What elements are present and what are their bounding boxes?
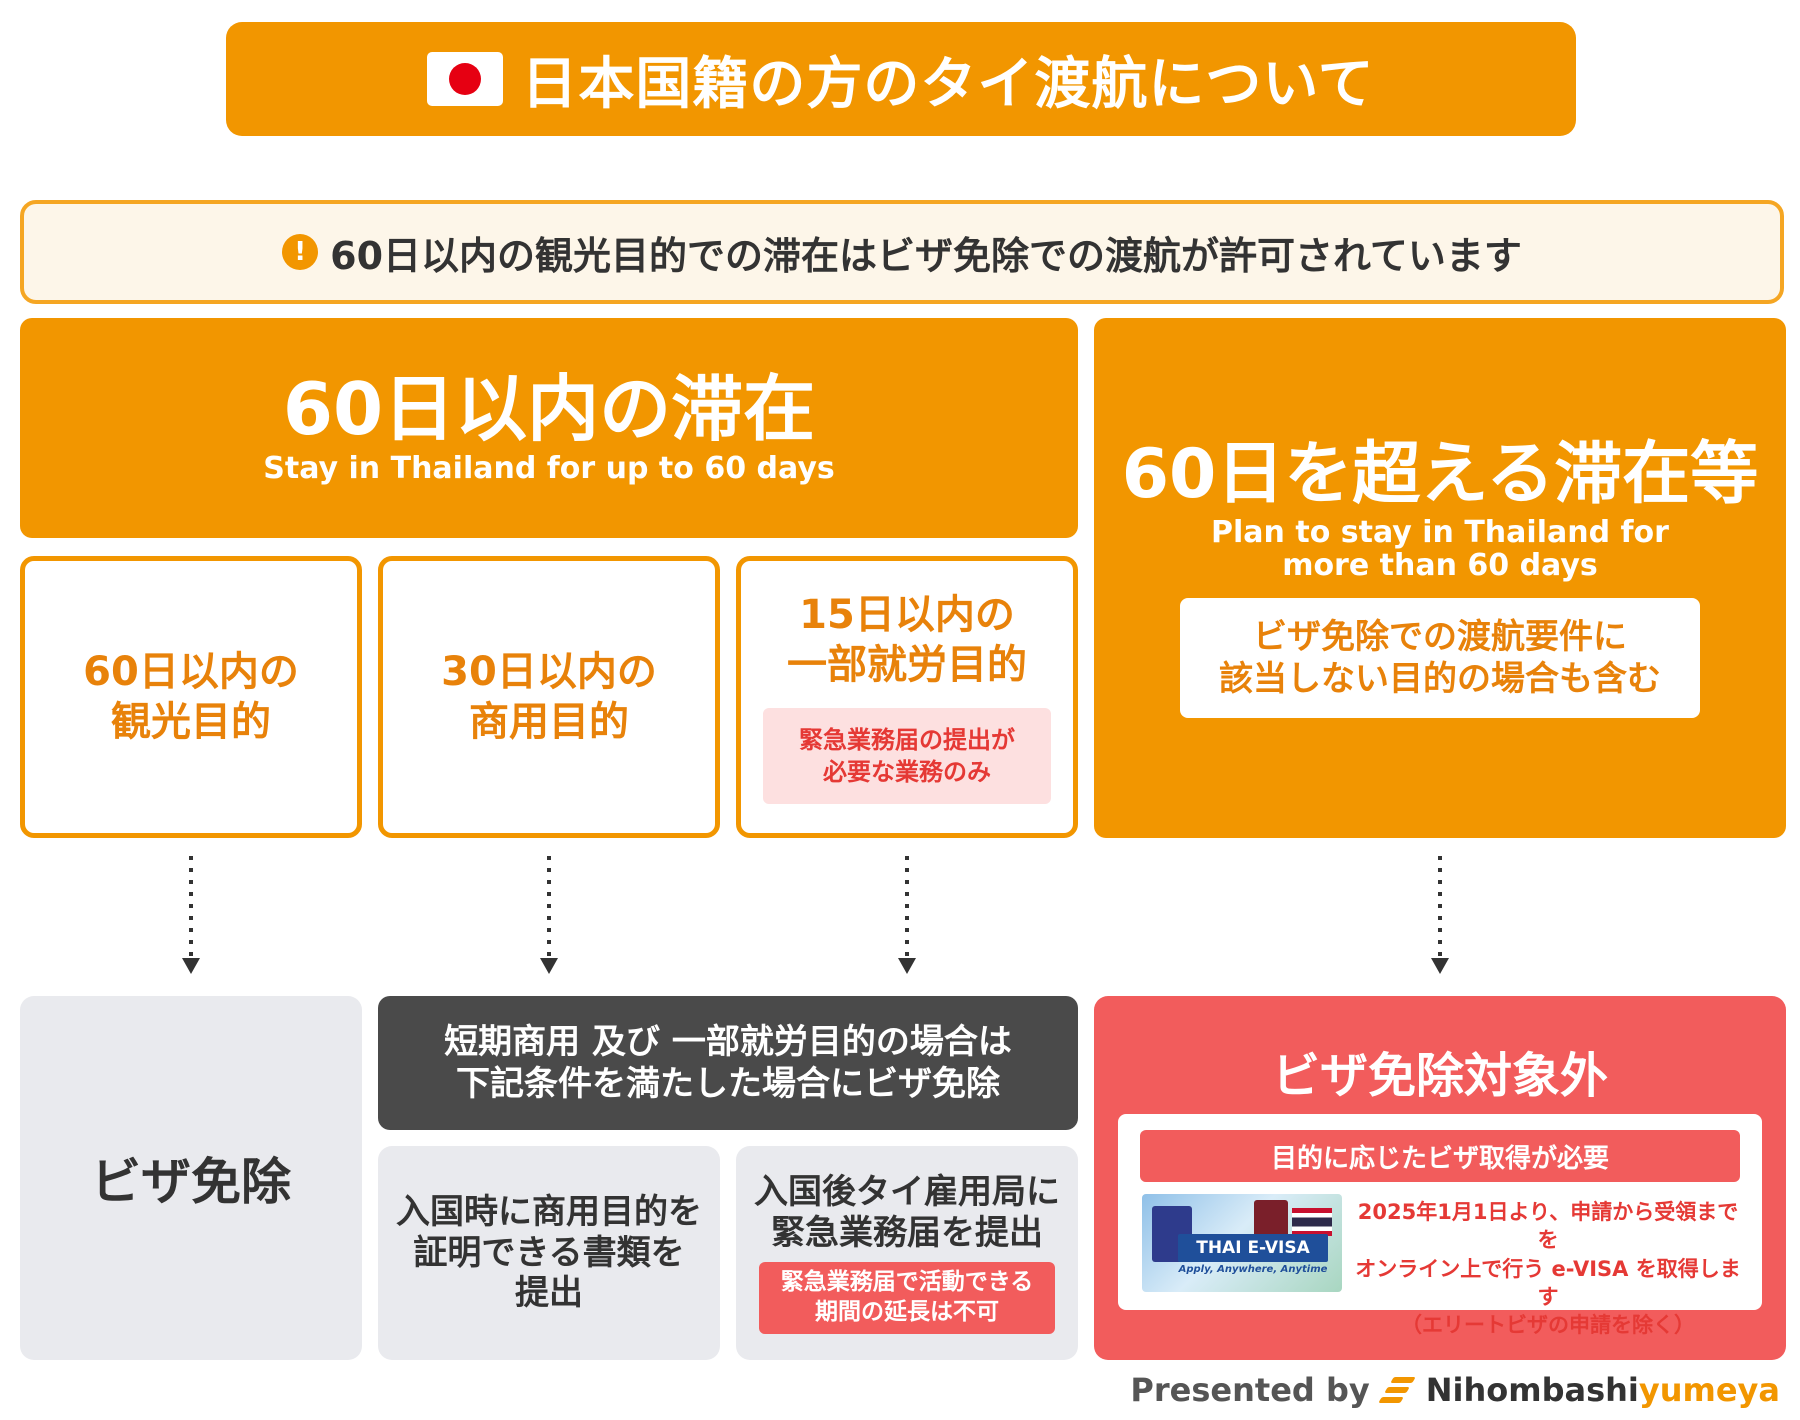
evisa-info: 2025年1月1日より、申請から受領までを オンライン上で行う e-VISA を… [1350,1198,1746,1340]
long-stay-subtitle: Plan to stay in Thailand for more than 6… [1094,516,1786,582]
notice-banner: ! 60日以内の観光目的での滞在はビザ免除での渡航が許可されています [20,200,1784,304]
result-not-exempt: ビザ免除対象外 目的に応じたビザ取得が必要 THAI E-VISA Apply,… [1094,996,1786,1360]
evisa-tagline: Apply, Anywhere, Anytime [1178,1264,1328,1275]
thai-evisa-image: THAI E-VISA Apply, Anywhere, Anytime [1142,1194,1342,1292]
arrow-down-icon [182,856,200,974]
business-condition-line3: 提出 [515,1273,583,1314]
evisa-info-line1: 2025年1月1日より、申請から受領までを [1357,1200,1739,1253]
notice-text: 60日以内の観光目的での滞在はビザ免除での渡航が許可されています [330,233,1522,278]
purpose-work-line1: 15日以内の [799,592,1015,638]
japan-flag-icon [427,52,504,106]
short-stay-subtitle: Stay in Thailand for up to 60 days [263,451,835,487]
result-visa-free: ビザ免除 [20,996,362,1360]
arrow-down-icon [898,856,916,974]
business-condition-line2: 証明できる書類を [413,1232,685,1273]
not-exempt-title: ビザ免除対象外 [1271,1048,1608,1104]
work-condition-line2: 緊急業務届を提出 [771,1213,1043,1253]
purpose-work-note-line1: 緊急業務届の提出が [799,725,1015,754]
short-stay-header: 60日以内の滞在 Stay in Thailand for up to 60 d… [20,318,1078,538]
work-condition-note-line1: 緊急業務届で活動できる [780,1268,1034,1295]
purpose-work-note-line2: 必要な業務のみ [823,758,991,786]
condition-line1: 短期商用 及び 一部就労目的の場合は [444,1021,1012,1062]
long-stay-note-line2: 該当しない目的の場合も含む [1219,659,1661,699]
purpose-tourism-line1: 60日以内の [83,649,299,695]
evisa-info-line3: （エリートビザの申請を除く） [1401,1313,1695,1338]
short-stay-title: 60日以内の滞在 [282,366,816,451]
presented-by-label: Presented by [1130,1371,1370,1409]
purpose-work: 15日以内の 一部就労目的 緊急業務届の提出が 必要な業務のみ [736,556,1078,838]
work-condition-box: 入国後タイ雇用局に 緊急業務届を提出 緊急業務届で活動できる 期間の延長は不可 [736,1146,1078,1360]
brand-name-part2: yumeya [1638,1371,1780,1409]
long-stay-header: 60日を超える滞在等 Plan to stay in Thailand for … [1094,318,1786,838]
brand-name-part1: Nihombashi [1425,1371,1639,1409]
long-stay-note: ビザ免除での渡航要件に 該当しない目的の場合も含む [1180,598,1700,718]
thailand-flag-icon [1292,1208,1332,1236]
long-stay-subtitle-line1: Plan to stay in Thailand for [1211,515,1669,550]
purpose-business: 30日以内の 商用目的 [378,556,720,838]
purpose-tourism-line2: 観光目的 [110,699,271,745]
business-condition-box: 入国時に商用目的を 証明できる書類を 提出 [378,1146,720,1360]
result-visa-free-label: ビザ免除 [91,1153,291,1211]
work-condition-note: 緊急業務届で活動できる 期間の延長は不可 [759,1261,1055,1334]
brand-name: Nihombashiyumeya [1426,1371,1780,1409]
purpose-work-line2: 一部就労目的 [787,642,1027,688]
evisa-banner: THAI E-VISA [1178,1234,1328,1262]
purpose-work-note: 緊急業務届の提出が 必要な業務のみ [763,708,1051,804]
page-title: 日本国籍の方のタイ渡航について [521,51,1375,117]
condition-bar: 短期商用 及び 一部就労目的の場合は 下記条件を満たした場合にビザ免除 [378,996,1078,1130]
visa-required-strip: 目的に応じたビザ取得が必要 [1140,1130,1740,1182]
exclamation-icon: ! [282,234,319,270]
work-condition-line1: 入国後タイ雇用局に [754,1172,1060,1213]
purpose-business-line1: 30日以内の [441,649,657,695]
evisa-info-line2: オンライン上で行う e-VISA を取得します [1355,1256,1741,1310]
page-title-bar: 日本国籍の方のタイ渡航について [226,22,1576,136]
purpose-tourism: 60日以内の 観光目的 [20,556,362,838]
arrow-down-icon [1431,856,1449,974]
work-condition-note-line2: 期間の延長は不可 [814,1298,999,1325]
long-stay-subtitle-line2: more than 60 days [1282,548,1598,583]
condition-line2: 下記条件を満たした場合にビザ免除 [456,1064,1000,1104]
arrow-down-icon [540,856,558,974]
long-stay-title: 60日を超える滞在等 [1121,435,1759,514]
long-stay-note-line1: ビザ免除での渡航要件に [1253,616,1627,657]
nihombashiyumeya-logo-icon [1377,1375,1416,1405]
purpose-business-line2: 商用目的 [468,699,629,745]
business-condition-line1: 入国時に商用目的を [396,1191,702,1232]
evisa-card: 目的に応じたビザ取得が必要 THAI E-VISA Apply, Anywher… [1118,1114,1762,1337]
footer-credit: Presented by Nihombashiyumeya [1130,1368,1780,1412]
